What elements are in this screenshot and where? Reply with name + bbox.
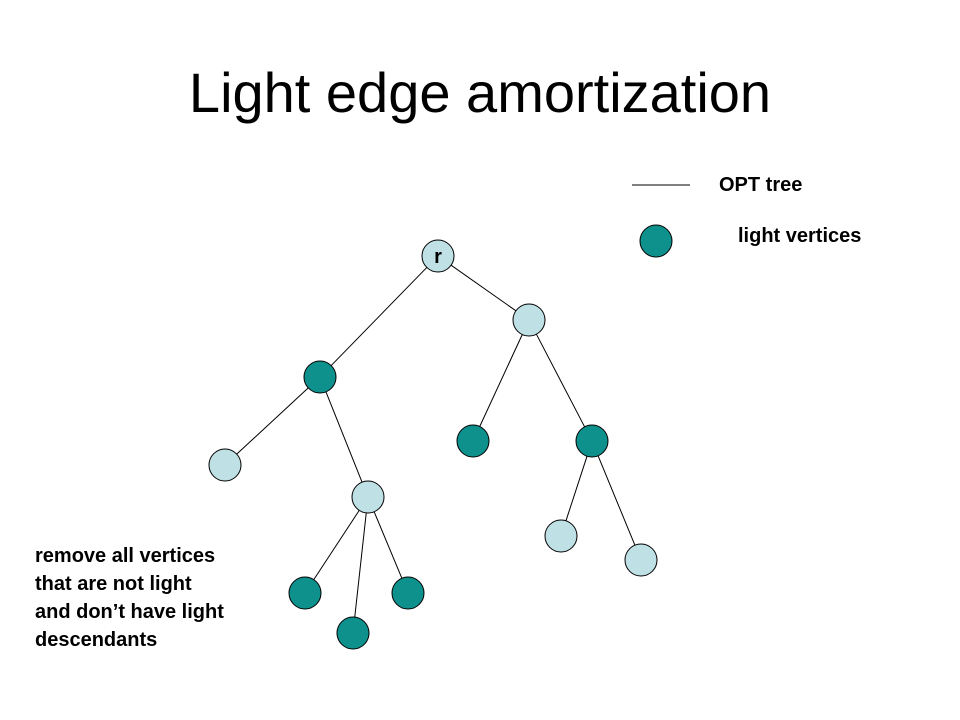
tree-edge-d-h xyxy=(354,512,367,618)
vertex-r xyxy=(421,239,455,273)
light-vertex-i xyxy=(391,576,425,610)
slide-title: Light edge amortization xyxy=(188,61,772,124)
light-vertex-e xyxy=(456,424,490,458)
edges-layer xyxy=(236,264,636,618)
nodes-layer: r xyxy=(208,239,658,650)
tree-edge-d-i xyxy=(373,511,403,579)
vertex-j xyxy=(544,519,578,553)
legend-vertex-label: light vertices xyxy=(738,225,862,247)
tree-edge-r-b xyxy=(330,267,428,366)
legend-edge-label: OPT tree xyxy=(719,174,803,196)
tree-edge-f-j xyxy=(565,456,588,521)
vertex-a xyxy=(512,303,546,337)
root-label: r xyxy=(434,246,442,268)
light-vertex-f xyxy=(575,424,609,458)
tree-edge-a-f xyxy=(535,333,586,428)
vertex-k xyxy=(624,543,658,577)
tree-edge-f-k xyxy=(597,455,636,546)
vertex-d xyxy=(351,480,385,514)
note-line: that are not light xyxy=(35,573,192,595)
vertex-c xyxy=(208,448,242,482)
tree-edge-b-d xyxy=(325,391,363,483)
tree-edge-r-a xyxy=(450,264,517,312)
legend-light-vertex-sample xyxy=(639,224,673,258)
note-line: remove all vertices xyxy=(35,545,216,567)
tree-edge-b-c xyxy=(236,387,309,455)
light-vertex-g xyxy=(288,576,322,610)
tree-edge-d-g xyxy=(313,510,360,580)
note-line: descendants xyxy=(35,629,158,651)
instruction-note: remove all vertices that are not light a… xyxy=(35,542,295,654)
tree-edge-a-e xyxy=(479,334,523,427)
light-vertex-h xyxy=(336,616,370,650)
note-line: and don’t have light xyxy=(35,601,224,623)
light-vertex-b xyxy=(303,360,337,394)
